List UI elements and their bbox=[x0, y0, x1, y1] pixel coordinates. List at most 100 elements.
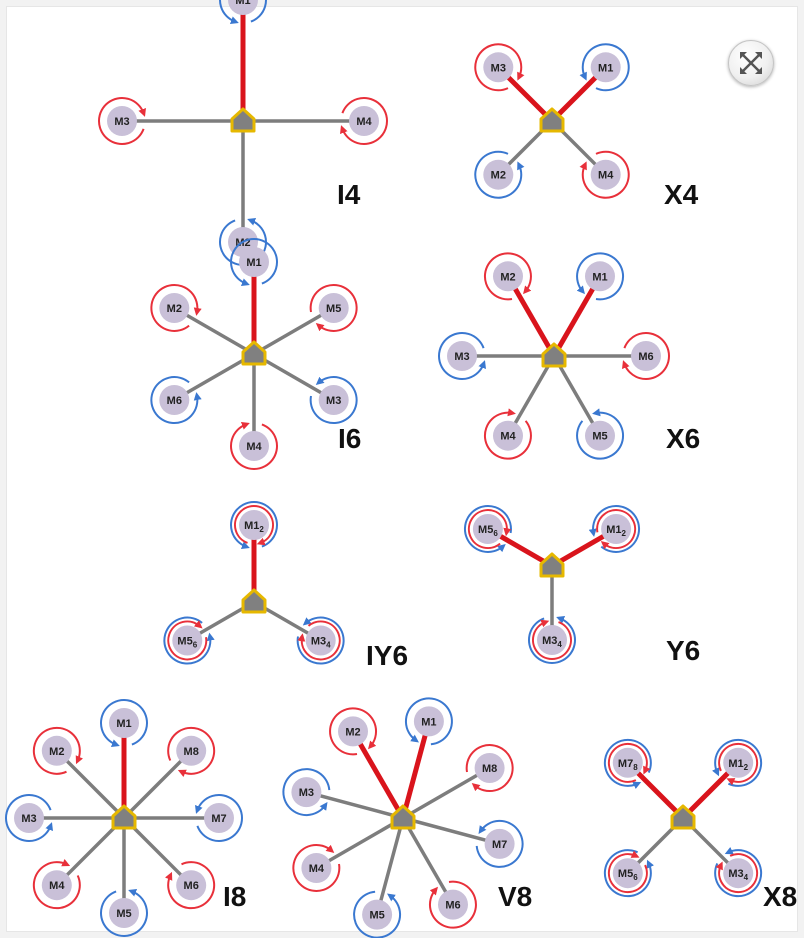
motor-disc bbox=[585, 261, 615, 292]
clockwise-rotation-arrow bbox=[483, 408, 532, 460]
motor-label: M12 bbox=[728, 758, 748, 772]
motor-label: M1 bbox=[421, 716, 436, 728]
config-label: I4 bbox=[337, 179, 361, 210]
clockwise-rotation-arrow bbox=[230, 422, 278, 470]
motor-disc bbox=[305, 625, 336, 656]
clockwise-rotation-arrow bbox=[292, 843, 341, 892]
config-label: X6 bbox=[666, 423, 700, 454]
motor-disc bbox=[349, 106, 379, 136]
rear-arm bbox=[506, 355, 556, 437]
config-label: I8 bbox=[223, 881, 246, 912]
flight-controller-hub bbox=[541, 342, 567, 368]
motor-1: M1 bbox=[219, 0, 267, 24]
motor-disc bbox=[474, 753, 505, 783]
motor-1: M1 bbox=[100, 699, 148, 747]
motor-label: M4 bbox=[309, 863, 325, 875]
motor-1: M1 bbox=[579, 43, 630, 92]
motor-3: M3 bbox=[5, 794, 53, 842]
motor-label: M4 bbox=[49, 880, 65, 892]
motor-5: M5 bbox=[309, 283, 358, 332]
counter-clockwise-rotation-arrow bbox=[474, 150, 525, 199]
counter-clockwise-rotation-arrow bbox=[475, 819, 524, 868]
motor-6: M6 bbox=[622, 332, 670, 380]
clockwise-rotation-arrow bbox=[465, 744, 514, 793]
counter-clockwise-rotation-arrow bbox=[603, 849, 655, 898]
motor-label: M3 bbox=[114, 116, 129, 128]
motor-4: M4 bbox=[230, 422, 278, 470]
motor-label: M7 bbox=[211, 813, 226, 825]
motor-2: M2 bbox=[483, 252, 532, 301]
motor-label: M78 bbox=[618, 758, 638, 772]
clockwise-rotation-arrow bbox=[32, 858, 81, 910]
config-label: I6 bbox=[338, 423, 361, 454]
motor-label: M2 bbox=[500, 271, 515, 283]
counter-clockwise-rotation-arrow bbox=[230, 501, 278, 549]
flight-controller-hub bbox=[111, 804, 137, 830]
motor-disc bbox=[107, 106, 137, 136]
motor-disc bbox=[204, 803, 234, 833]
counter-clockwise-rotation-arrow bbox=[150, 376, 202, 425]
motor-disc bbox=[41, 735, 72, 766]
config-label: V8 bbox=[498, 881, 532, 912]
motor-disc bbox=[109, 708, 139, 738]
expand-arrows-icon bbox=[740, 52, 762, 74]
motor-disc bbox=[41, 870, 72, 901]
rear-arm bbox=[305, 790, 404, 820]
motor-5: M5 bbox=[576, 408, 625, 460]
motor-4: M4 bbox=[579, 150, 630, 199]
flight-controller-hub bbox=[241, 588, 267, 614]
counter-clockwise-rotation-arrow bbox=[588, 504, 640, 553]
clockwise-rotation-arrow bbox=[718, 742, 759, 786]
clockwise-rotation-arrow bbox=[234, 505, 274, 546]
motor-disc bbox=[301, 853, 332, 883]
config-label: X8 bbox=[763, 881, 797, 912]
motor-label: M2 bbox=[491, 170, 506, 182]
motor-disc bbox=[318, 385, 349, 415]
clockwise-rotation-arrow bbox=[622, 332, 670, 380]
rear-arm bbox=[315, 816, 404, 870]
counter-clockwise-rotation-arrow bbox=[282, 768, 331, 817]
motor-disc bbox=[484, 828, 515, 859]
motor-5: M56 bbox=[464, 504, 512, 553]
motor-2: M2 bbox=[150, 283, 202, 332]
motor-8: M8 bbox=[167, 726, 216, 778]
counter-clockwise-rotation-arrow bbox=[576, 252, 625, 301]
motor-6: M6 bbox=[150, 376, 202, 425]
motor-label: M2 bbox=[345, 726, 360, 738]
counter-clockwise-rotation-arrow bbox=[464, 504, 512, 553]
motor-label: M5 bbox=[326, 303, 341, 315]
motor-label: M6 bbox=[184, 880, 199, 892]
counter-clockwise-rotation-arrow bbox=[528, 616, 576, 664]
motor-7: M78 bbox=[603, 738, 652, 790]
motor-label: M5 bbox=[592, 431, 607, 443]
motor-label: M3 bbox=[491, 62, 506, 74]
motor-label: M12 bbox=[244, 520, 264, 534]
clockwise-rotation-arrow bbox=[474, 43, 525, 92]
clockwise-rotation-arrow bbox=[150, 283, 202, 332]
expand-button[interactable] bbox=[728, 40, 774, 86]
motor-label: M2 bbox=[167, 303, 182, 315]
counter-clockwise-rotation-arrow bbox=[100, 699, 148, 747]
motor-label: M56 bbox=[478, 524, 498, 538]
config-label: Y6 bbox=[666, 635, 700, 666]
motor-label: M8 bbox=[482, 763, 497, 775]
motor-disc bbox=[291, 777, 322, 808]
counter-clockwise-rotation-arrow bbox=[714, 846, 763, 898]
config-label: X4 bbox=[664, 179, 699, 210]
rear-arm bbox=[173, 352, 255, 402]
motor-label: M56 bbox=[618, 868, 638, 882]
counter-clockwise-rotation-arrow bbox=[353, 890, 402, 938]
motor-3: M34 bbox=[528, 616, 576, 664]
motor-3: M34 bbox=[296, 616, 345, 665]
flight-controller-hub bbox=[539, 552, 565, 578]
clockwise-rotation-arrow bbox=[164, 861, 216, 910]
motor-label: M3 bbox=[454, 351, 469, 363]
clockwise-rotation-arrow bbox=[329, 707, 378, 756]
clockwise-rotation-arrow bbox=[579, 150, 630, 199]
counter-clockwise-rotation-arrow bbox=[438, 332, 486, 380]
motor-disc bbox=[537, 625, 567, 655]
